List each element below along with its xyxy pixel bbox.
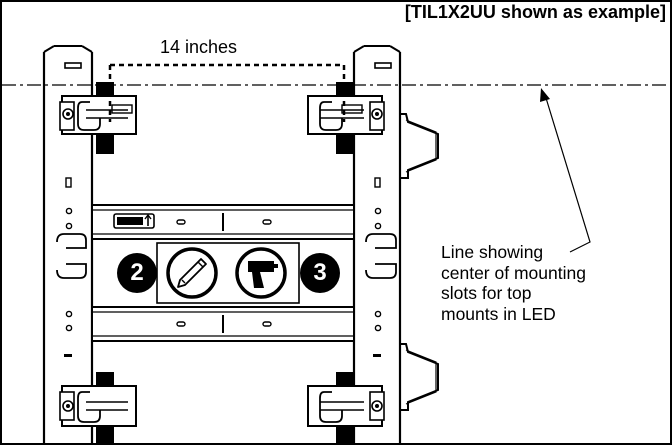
led-mount-profile-bottom xyxy=(400,343,439,411)
callout-text: Line showing center of mounting slots fo… xyxy=(441,242,661,324)
bottom-right-clamp xyxy=(307,372,385,443)
step-2-badge: 2 xyxy=(117,253,157,293)
callout-line: mounts in LED xyxy=(441,303,556,324)
callout-arrow xyxy=(540,88,591,253)
lower-cross-bar xyxy=(91,306,355,342)
dimension-label: 14 inches xyxy=(160,37,238,57)
top-right-clamp xyxy=(307,82,385,154)
callout-line: Line showing xyxy=(441,242,544,262)
pencil-icon xyxy=(166,247,218,299)
bottom-left-clamp xyxy=(59,372,137,443)
callout-line: slots for top xyxy=(441,283,532,303)
callout-line: center of mounting xyxy=(441,262,586,283)
dimension-line xyxy=(108,63,346,122)
led-mount-profile-top xyxy=(400,113,439,179)
top-left-clamp xyxy=(59,82,137,154)
example-note: [TIL1X2UU shown as example] xyxy=(404,2,666,22)
step-3-badge: 3 xyxy=(300,253,340,293)
upper-cross-bar xyxy=(91,204,355,240)
drill-icon xyxy=(235,247,287,299)
